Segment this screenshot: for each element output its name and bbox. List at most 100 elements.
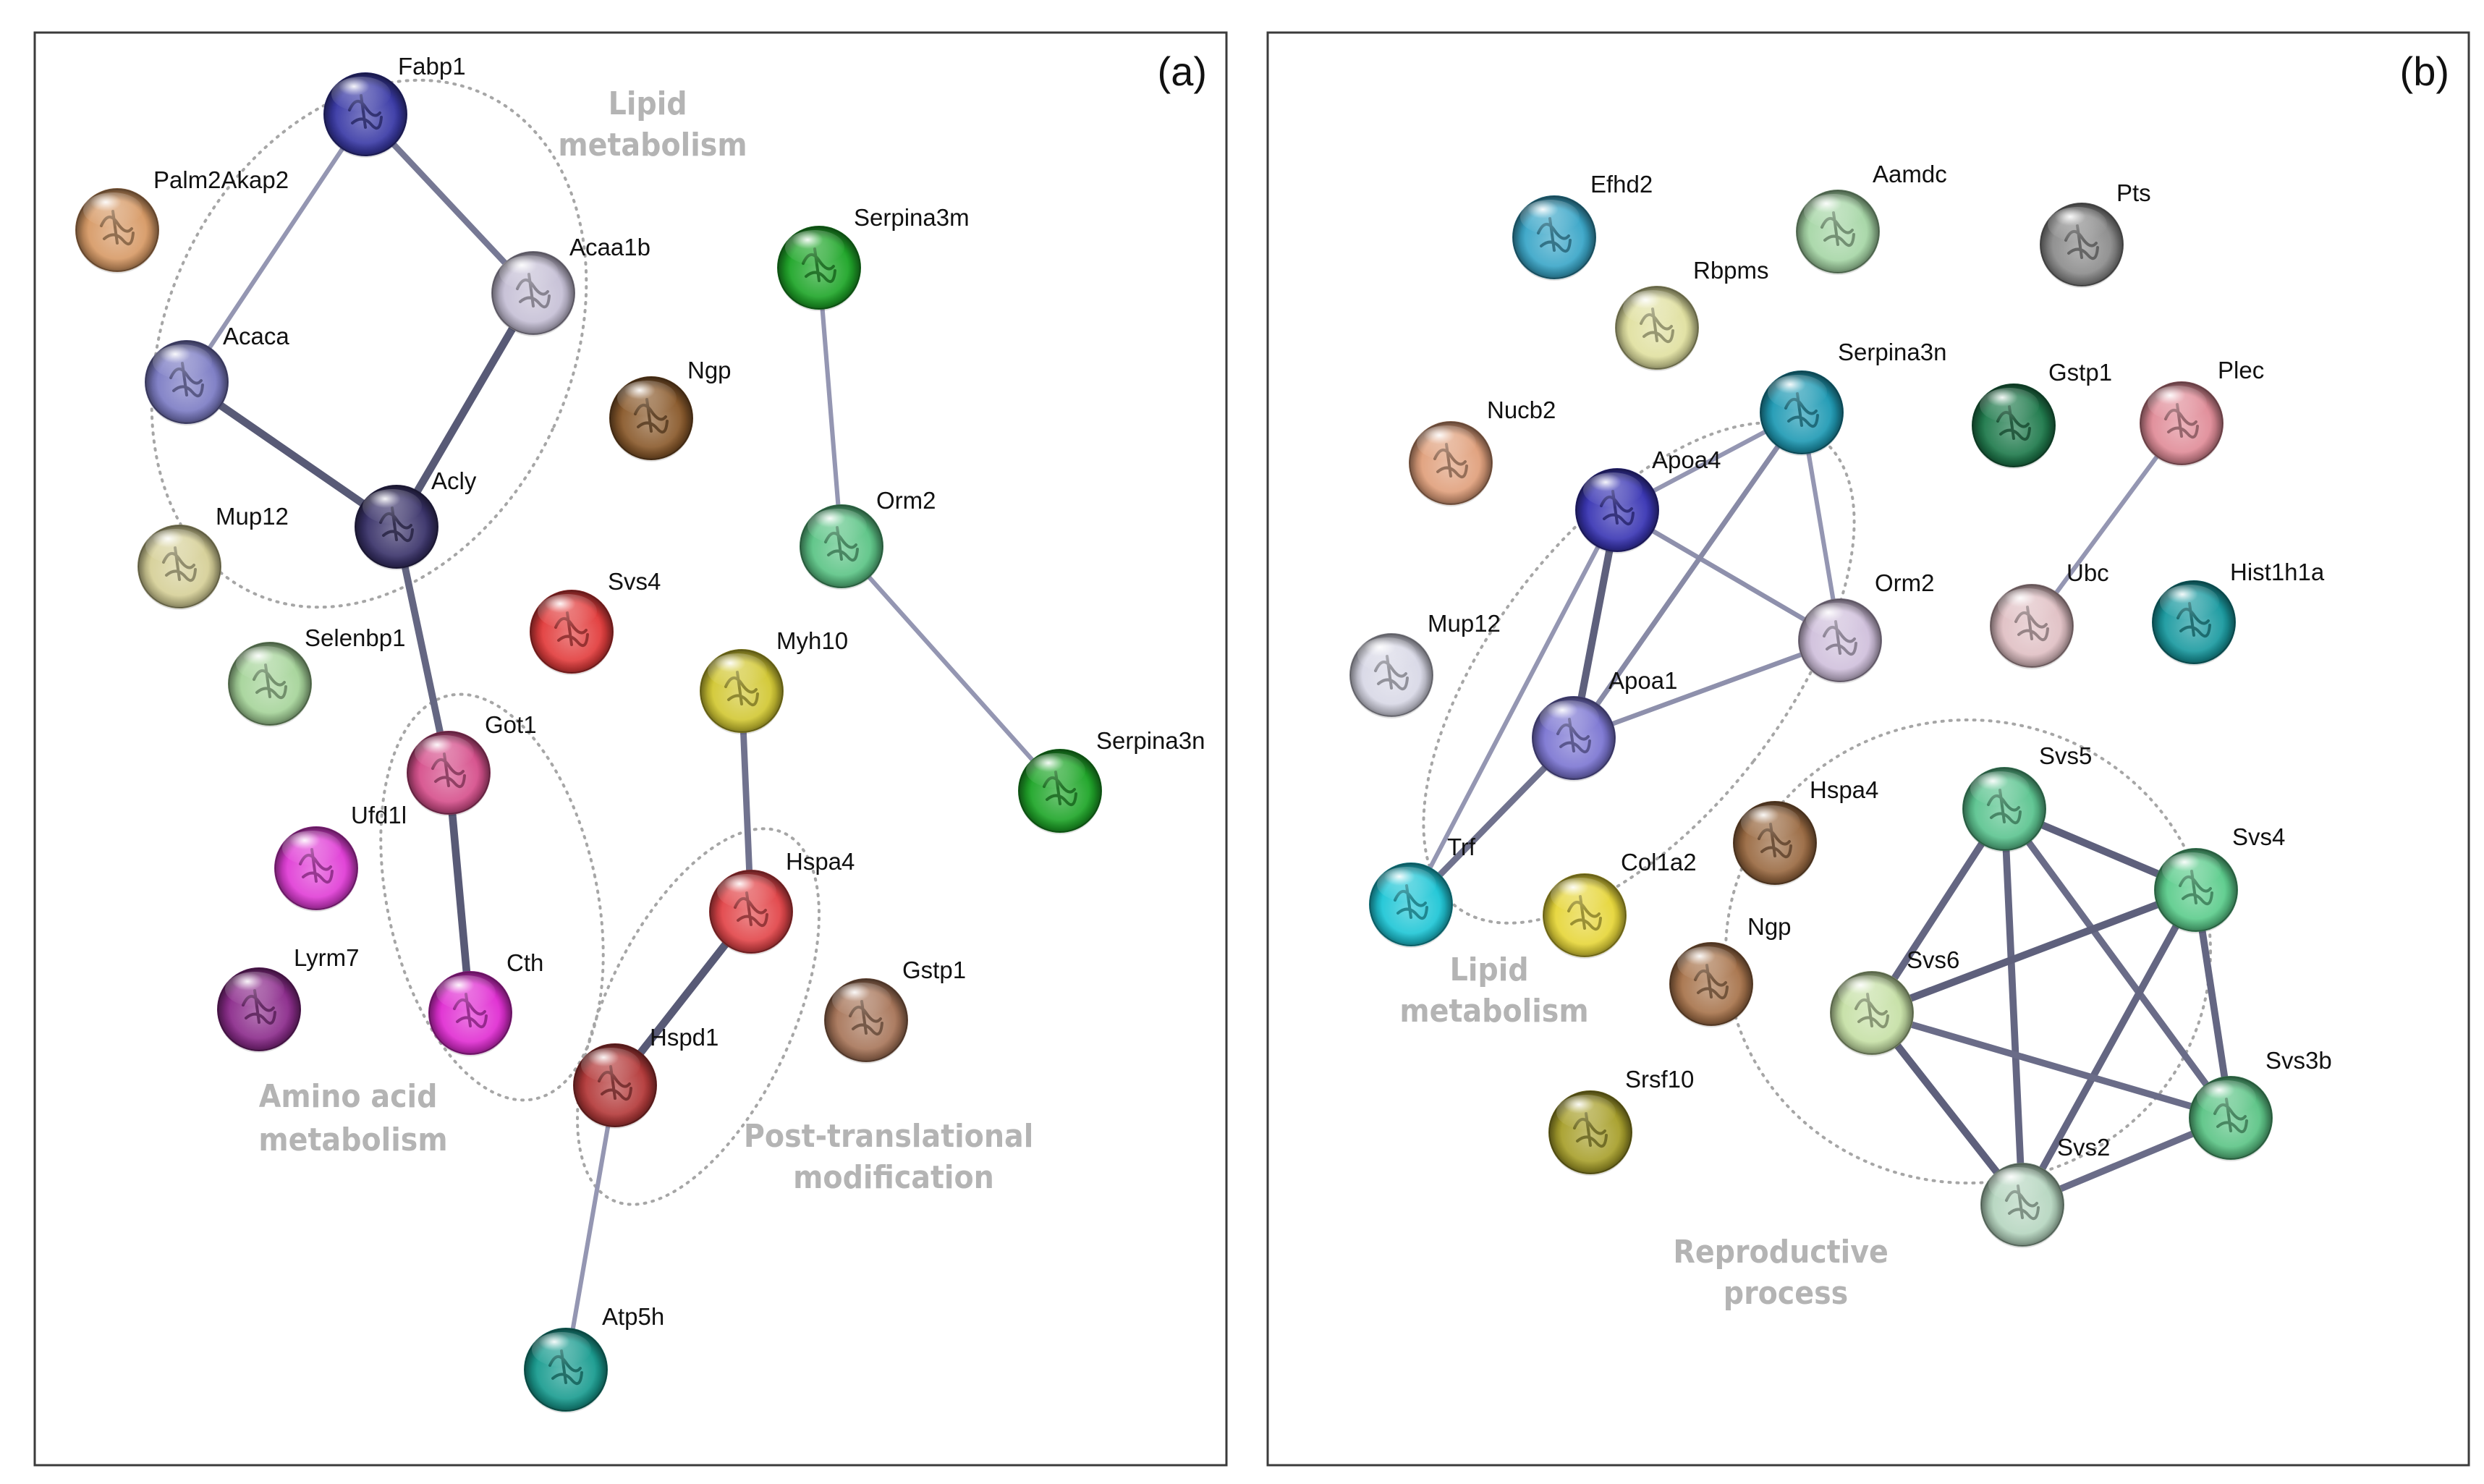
node-palm2akap2[interactable]: Palm2Akap2 <box>75 166 289 274</box>
node-ufd1l[interactable]: Ufd1l <box>274 802 407 912</box>
node-label: Pts <box>2116 179 2151 206</box>
edge-svs6-svs3b <box>1868 1009 2234 1122</box>
node-ubc[interactable]: Ubc <box>1990 559 2109 669</box>
edge-orm2-apoa1 <box>1571 637 1843 741</box>
node-serpina3m[interactable]: Serpina3m <box>777 204 970 311</box>
node-label: Trf <box>1447 834 1476 860</box>
node-svs4[interactable]: Svs4 <box>530 568 661 675</box>
edge-apoa4-trf <box>1408 507 1620 907</box>
node-label: Lyrm7 <box>294 944 359 971</box>
node-label: Selenbp1 <box>305 624 405 651</box>
node-label: Fabp1 <box>398 53 466 80</box>
node-myh10[interactable]: Myh10 <box>700 627 848 734</box>
node-label: Serpina3m <box>854 204 970 231</box>
node-label: Mup12 <box>1428 610 1501 637</box>
node-label: Nucb2 <box>1487 397 1556 423</box>
edge-acaca-acly <box>182 378 401 531</box>
node-mup12[interactable]: Mup12 <box>1349 610 1501 718</box>
panel-b-clusters: Lipid metabolism Reproductive process <box>1399 421 2212 1312</box>
node-efhd2[interactable]: Efhd2 <box>1512 171 1653 281</box>
node-svs4[interactable]: Svs4 <box>2154 823 2285 933</box>
node-hist1h1a[interactable]: Hist1h1a <box>2152 559 2325 666</box>
node-acaa1b[interactable]: Acaa1b <box>491 234 650 336</box>
node-col1a2[interactable]: Col1a2 <box>1543 849 1697 959</box>
cluster-lipid-outline <box>150 78 588 609</box>
node-serpina3n[interactable]: Serpina3n <box>1760 339 1946 456</box>
node-hspa4[interactable]: Hspa4 <box>1733 776 1878 886</box>
node-label: Hspa4 <box>786 848 855 875</box>
node-pts[interactable]: Pts <box>2040 179 2151 288</box>
node-label: Efhd2 <box>1590 171 1653 198</box>
node-label: Svs2 <box>2057 1134 2110 1161</box>
node-selenbp1[interactable]: Selenbp1 <box>228 624 405 727</box>
panel-a-frame <box>33 31 1228 1467</box>
node-hspa4[interactable]: Hspa4 <box>709 848 855 955</box>
node-label: Orm2 <box>1875 569 1935 596</box>
node-serpina3n[interactable]: Serpina3n <box>1018 727 1205 834</box>
node-srsf10[interactable]: Srsf10 <box>1548 1066 1694 1176</box>
node-cth[interactable]: Cth <box>428 949 543 1056</box>
node-apoa1[interactable]: Apoa1 <box>1532 667 1677 781</box>
cluster-amino-label: Amino acid metabolism <box>258 1078 447 1158</box>
panel-b-label: (b) <box>2400 48 2449 94</box>
cluster-repro-label: Reproductive process <box>1673 1234 1898 1312</box>
node-label: Srsf10 <box>1625 1066 1694 1093</box>
node-label: Ngp <box>1747 913 1792 940</box>
node-svs6[interactable]: Svs6 <box>1830 946 1959 1056</box>
cluster-lipid-b-outline <box>1422 421 1856 925</box>
node-label: Apoa1 <box>1608 667 1677 694</box>
node-aamdc[interactable]: Aamdc <box>1796 161 1947 275</box>
node-label: Ngp <box>687 357 732 383</box>
node-label: Svs4 <box>608 568 661 595</box>
node-label: Aamdc <box>1873 161 1947 187</box>
node-label: Gstp1 <box>902 957 966 983</box>
node-orm2[interactable]: Orm2 <box>1798 569 1935 684</box>
node-label: Ubc <box>2067 559 2109 586</box>
node-label: Gstp1 <box>2048 359 2112 386</box>
node-gstp1[interactable]: Gstp1 <box>1972 359 2112 469</box>
edge-fabp1-acaca <box>184 111 368 385</box>
node-fabp1[interactable]: Fabp1 <box>323 53 466 158</box>
node-label: Svs6 <box>1907 946 1959 973</box>
node-atp5h[interactable]: Atp5h <box>524 1303 664 1413</box>
node-label: Col1a2 <box>1621 849 1697 875</box>
node-label: Acaca <box>223 323 289 349</box>
node-label: Apoa4 <box>1652 446 1721 473</box>
edge-hspd1-atp5h <box>563 1082 618 1373</box>
node-lyrm7[interactable]: Lyrm7 <box>217 944 359 1053</box>
node-svs3b[interactable]: Svs3b <box>2189 1047 2332 1161</box>
cluster-ptm-label: Post-translational modification <box>744 1118 1043 1196</box>
cluster-ptm-outline <box>576 827 821 1206</box>
node-label: Mup12 <box>216 503 289 530</box>
node-label: Acaa1b <box>569 234 650 260</box>
node-acly[interactable]: Acly <box>355 467 477 570</box>
node-label: Serpina3n <box>1096 727 1205 754</box>
node-svs5[interactable]: Svs5 <box>1962 742 2092 852</box>
node-rbpms[interactable]: Rbpms <box>1615 257 1769 371</box>
node-acaca[interactable]: Acaca <box>145 323 289 425</box>
node-orm2[interactable]: Orm2 <box>800 487 936 590</box>
edge-svs4-svs2 <box>2019 886 2200 1208</box>
node-trf[interactable]: Trf <box>1369 834 1476 948</box>
node-apoa4[interactable]: Apoa4 <box>1575 446 1721 554</box>
node-mup12[interactable]: Mup12 <box>137 503 289 610</box>
node-label: Hspd1 <box>650 1024 719 1051</box>
edge-serpina3m-orm2 <box>816 265 844 549</box>
panel-a: (a) Lipid metabolism Amino acid metaboli… <box>33 31 1228 1467</box>
node-label: Hist1h1a <box>2230 559 2325 585</box>
edge-serpina3n-apoa1 <box>1571 410 1805 741</box>
node-label: Svs4 <box>2232 823 2285 850</box>
node-gstp1[interactable]: Gstp1 <box>824 957 966 1064</box>
node-label: Plec <box>2218 357 2264 383</box>
node-label: Acly <box>431 467 477 494</box>
node-label: Got1 <box>485 711 537 738</box>
node-label: Atp5h <box>602 1303 664 1330</box>
node-hspd1[interactable]: Hspd1 <box>573 1024 719 1129</box>
node-plec[interactable]: Plec <box>2140 357 2264 467</box>
node-nucb2[interactable]: Nucb2 <box>1409 397 1556 506</box>
node-ngp[interactable]: Ngp <box>609 357 732 462</box>
node-ngp[interactable]: Ngp <box>1669 913 1792 1027</box>
node-svs2[interactable]: Svs2 <box>1980 1134 2110 1248</box>
node-got1[interactable]: Got1 <box>407 711 537 816</box>
